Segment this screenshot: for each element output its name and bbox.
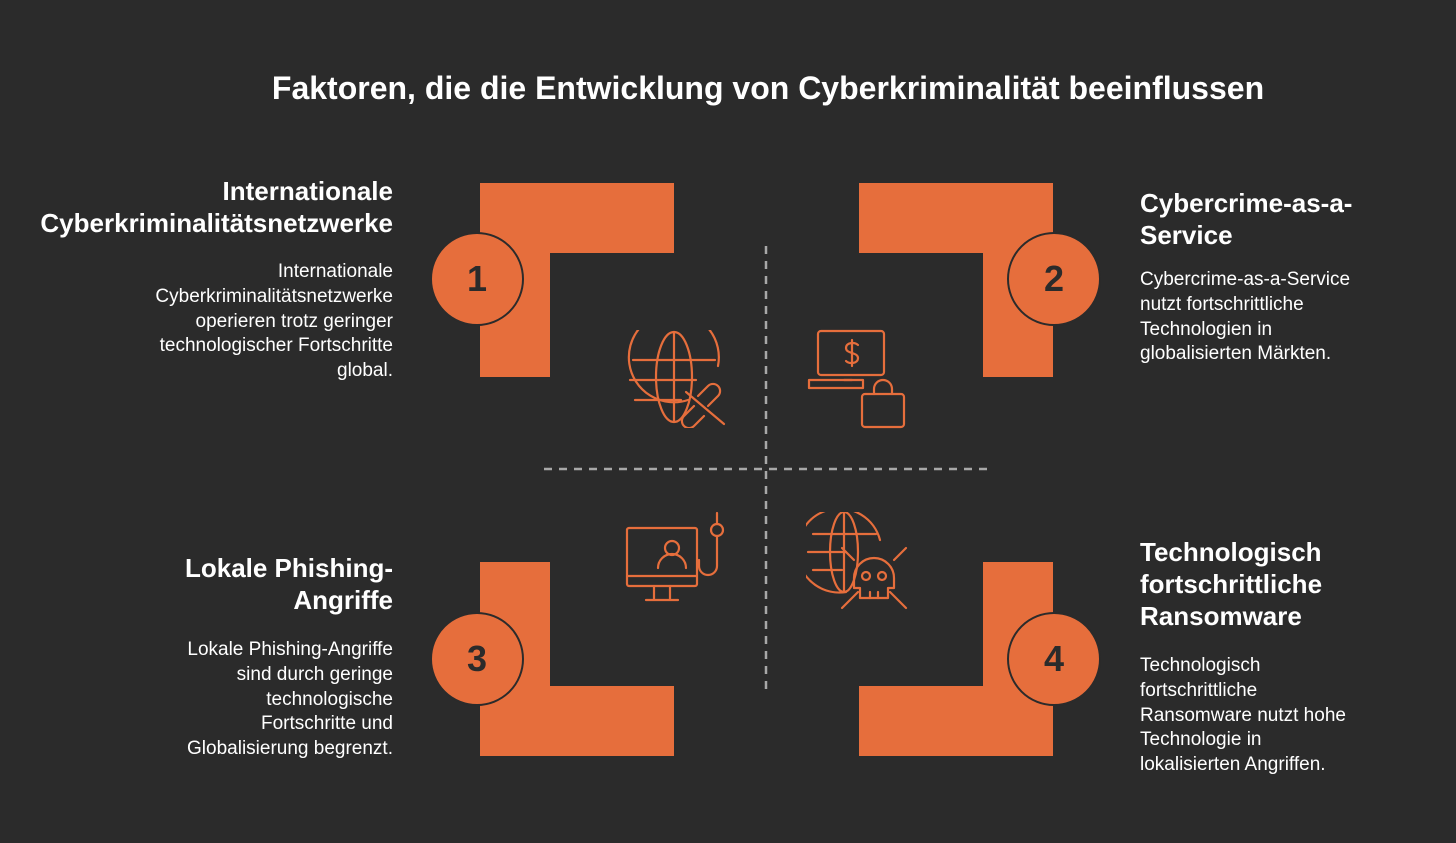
description-2-line: Cybercrime-as-a-Service [1140,269,1351,290]
monitor-user-hook-icon [625,511,725,602]
description-4-line: lokalisierten Angriffen. [1140,754,1326,776]
description-1-line: Cyberkriminalitätsnetzwerke [155,285,393,307]
heading-2-line: Cybercrime-as-a- [1140,188,1353,218]
globe-broken-link-icon [627,330,726,428]
description-3: Lokale Phishing-Angriffe sind durch geri… [187,638,393,762]
heading-4-line: Ransomware [1140,601,1302,631]
laptop-dollar-shopping-bag-icon [807,329,906,429]
number-badge-1: 1 [430,232,524,326]
l-shape-1 [480,183,674,377]
number-badge-3: 3 [430,612,524,706]
description-1-line: technologischer Fortschritte [159,335,393,357]
description-2: Cybercrime-as-a-Service nutzt fortschrit… [1140,268,1350,367]
heading-1: Internationale Cyberkriminalitätsnetzwer… [40,175,393,239]
heading-1-line: Cyberkriminalitätsnetzwerke [40,208,393,238]
description-1-line: operieren trotz geringer [195,310,394,332]
description-3-line: technologische [266,688,393,710]
description-3-line: Lokale Phishing-Angriffe [187,639,393,660]
number-badge-2: 2 [1007,232,1101,326]
heading-1-line: Internationale [222,176,393,206]
description-4-line: Ransomware nutzt hohe [1140,704,1346,726]
description-3-line: Fortschritte und [261,713,393,735]
heading-3: Lokale Phishing- Angriffe [185,552,393,616]
description-1: Internationale Cyberkriminalitätsnetzwer… [155,260,393,384]
heading-4-line: fortschrittliche [1140,569,1323,599]
l-shape-4 [859,562,1053,756]
description-3-line: sind durch geringe [236,663,393,685]
heading-2: Cybercrime-as-a- Service [1140,187,1352,251]
globe-skull-icon [806,512,908,610]
description-2-line: globalisierten Märkten. [1140,343,1332,365]
description-2-line: Technologien in [1140,318,1273,340]
description-1-line: global. [337,360,393,382]
page-title: Faktoren, die die Entwicklung von Cyberk… [271,70,1265,106]
description-3-line: Globalisierung begrenzt. [187,738,393,760]
heading-4-line: Technologisch [1140,537,1322,567]
description-4-line: fortschrittliche [1140,679,1258,701]
heading-4: Technologisch fortschrittliche Ransomwar… [1140,536,1322,632]
description-2-line: nutzt fortschrittliche [1140,293,1304,315]
number-badge-4: 4 [1007,612,1101,706]
l-shape-2 [859,183,1053,377]
heading-3-line: Angriffe [293,585,393,615]
description-1-line: Internationale [277,261,393,282]
divider-lines [544,246,990,692]
description-4-line: Technologie in [1140,729,1262,751]
heading-3-line: Lokale Phishing- [184,553,393,583]
description-4: Technologisch fortschrittliche Ransomwar… [1140,654,1346,778]
description-4-line: Technologisch [1140,655,1261,676]
l-shape-3 [480,562,674,756]
heading-2-line: Service [1140,220,1233,250]
